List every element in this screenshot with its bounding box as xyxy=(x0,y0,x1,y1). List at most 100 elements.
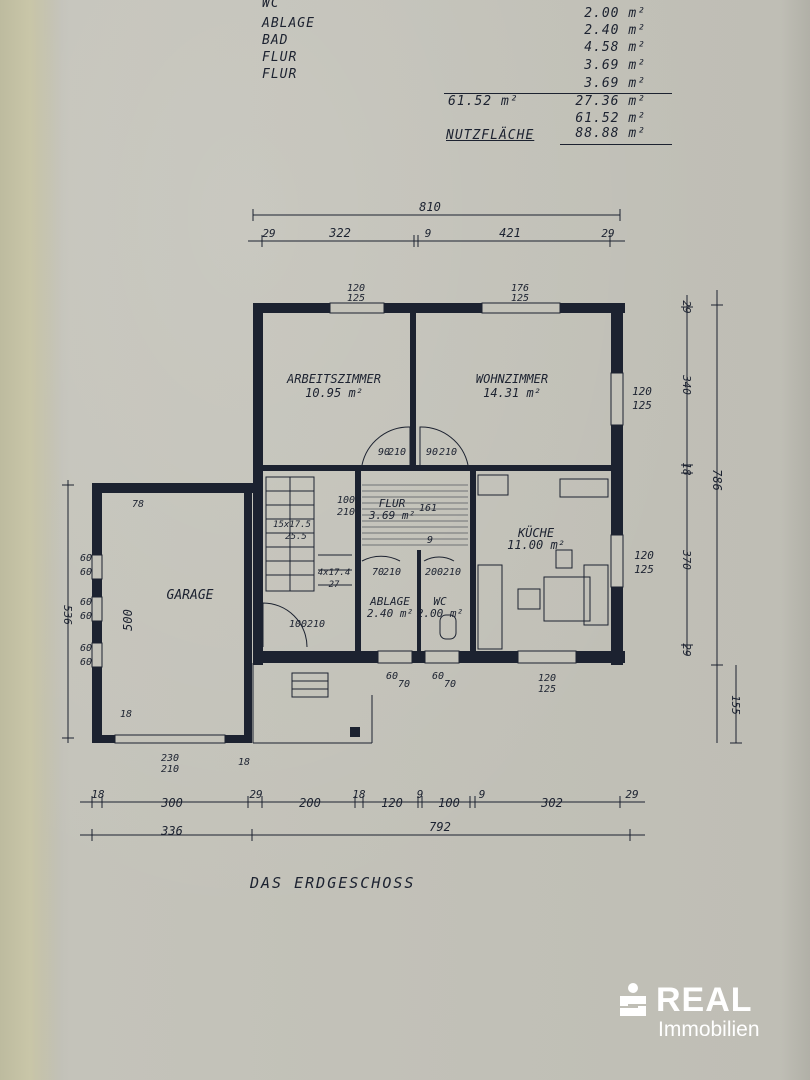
room-area: 10.95 m² xyxy=(305,386,363,400)
dim-label: 120 xyxy=(381,796,403,810)
window-label: 60 xyxy=(80,553,92,564)
stair-label: 25.5 xyxy=(285,532,307,542)
dim-label: 29 xyxy=(625,788,638,801)
column-marker xyxy=(350,727,360,737)
room-area: 2.40 m² xyxy=(367,607,413,620)
window xyxy=(517,650,577,664)
window xyxy=(91,642,103,668)
area-row-value: 3.69 m² xyxy=(584,58,646,73)
dim-label: 9 xyxy=(417,788,424,801)
wall-inner xyxy=(355,471,361,651)
area-row-name: BAD xyxy=(262,33,289,48)
wall-west xyxy=(253,303,263,665)
room-name: GARAGE xyxy=(167,588,214,603)
room-name: ARBEITSZIMMER xyxy=(286,372,381,386)
plan-title: DAS ERDGESCHOSS xyxy=(250,874,416,892)
room-name: KÜCHE xyxy=(517,524,555,540)
window-label: 125 xyxy=(538,684,556,695)
logo-sub-text: Immobilien xyxy=(658,1018,760,1041)
door-label: 210 xyxy=(388,447,406,458)
dim-label: 18 xyxy=(91,788,105,801)
garage-wall-north xyxy=(92,483,253,493)
room-name: FLUR xyxy=(379,497,406,510)
dim-label: 786 xyxy=(710,469,724,491)
door-label: 70 xyxy=(372,567,384,578)
subtotal-second: 61.52 m² xyxy=(575,111,646,126)
dim-label: 536 xyxy=(61,605,74,625)
subtotal-left: 61.52 m² xyxy=(448,94,519,109)
area-row-name: WC xyxy=(262,0,280,11)
wall-east xyxy=(611,303,623,665)
kitchen-fixtures xyxy=(439,474,609,650)
dim-label: 336 xyxy=(160,824,183,838)
window-label: 60 xyxy=(80,597,92,608)
window-label: 125 xyxy=(347,293,365,304)
door-label: 210 xyxy=(439,447,457,458)
total-value: 88.88 m² xyxy=(575,126,646,141)
door-arc xyxy=(262,602,308,648)
room-name: WOHNZIMMER xyxy=(476,372,548,386)
door-arc xyxy=(419,426,469,466)
dim-label: 421 xyxy=(499,226,521,240)
dim-label: 9 xyxy=(425,227,432,240)
door-label: 90 xyxy=(378,447,390,458)
wall-inner xyxy=(417,550,421,651)
stair-label: 15x17.5 xyxy=(273,520,311,530)
door-label: 100 xyxy=(289,619,307,630)
dim-label: 29 xyxy=(249,788,262,801)
area-row-value: 2.40 m² xyxy=(584,23,646,38)
binding-shadow xyxy=(0,0,62,1080)
window xyxy=(91,596,103,622)
area-table: WC ABLAGE 2.00 m² BAD 2.40 m² FLUR 4.58 … xyxy=(0,0,810,150)
dim-label: 200 xyxy=(299,796,321,810)
door-arc xyxy=(361,426,411,466)
room-area: 11.00 m² xyxy=(507,538,565,552)
window-label: 120 xyxy=(347,283,365,294)
window xyxy=(114,734,226,744)
table-rule xyxy=(444,93,672,94)
dim-label: 29 xyxy=(262,227,275,240)
door-label: 210 xyxy=(443,567,461,578)
window-label: 210 xyxy=(161,764,179,775)
flur-floor-pattern xyxy=(362,484,468,546)
dim-label: 370 xyxy=(680,549,693,570)
dim-label: 792 xyxy=(429,820,451,834)
area-row-name: FLUR xyxy=(262,67,298,82)
window xyxy=(377,650,413,664)
stair-label: 27 xyxy=(329,580,340,590)
stair-label: 4x17.4 xyxy=(318,568,351,578)
dim-label: 340 xyxy=(680,374,693,395)
table-rule xyxy=(560,144,672,145)
room-name: WC xyxy=(433,595,447,608)
door-label: 100 xyxy=(337,495,355,506)
s-logo-icon xyxy=(620,983,646,1016)
dim-label: 9 xyxy=(479,788,486,801)
room-area: 2.00 m² xyxy=(417,607,463,620)
room-area: 14.31 m² xyxy=(483,386,541,400)
door-label: 70 xyxy=(398,679,410,690)
dim-label: 18 xyxy=(238,757,250,768)
wall-inner xyxy=(410,313,416,469)
door-label: 200 xyxy=(425,567,443,578)
window xyxy=(610,534,624,588)
window-label: 176 xyxy=(511,283,529,294)
dim-label: 322 xyxy=(328,226,351,240)
windows xyxy=(91,302,624,744)
door-label: 210 xyxy=(383,567,401,578)
total-label: NUTZFLÄCHE xyxy=(446,128,535,143)
window xyxy=(481,302,561,314)
subtotal-right: 27.36 m² xyxy=(575,94,646,109)
wall-north xyxy=(253,303,625,313)
room-name: ABLAGE xyxy=(369,595,410,608)
area-row-value: 4.58 m² xyxy=(584,40,646,55)
window xyxy=(329,302,385,314)
dim-label: 29 xyxy=(601,227,614,240)
window-label: 120 xyxy=(632,385,652,398)
door-label: 70 xyxy=(444,679,456,690)
window-label: 60 xyxy=(80,657,92,668)
window-label: 125 xyxy=(511,293,529,304)
staircase xyxy=(265,476,352,592)
dim-label: 29 xyxy=(680,643,693,656)
floor-plan: ARBEITSZIMMER 10.95 m² WOHNZIMMER 14.31 … xyxy=(61,200,742,841)
dim-label: 161 xyxy=(419,503,437,514)
